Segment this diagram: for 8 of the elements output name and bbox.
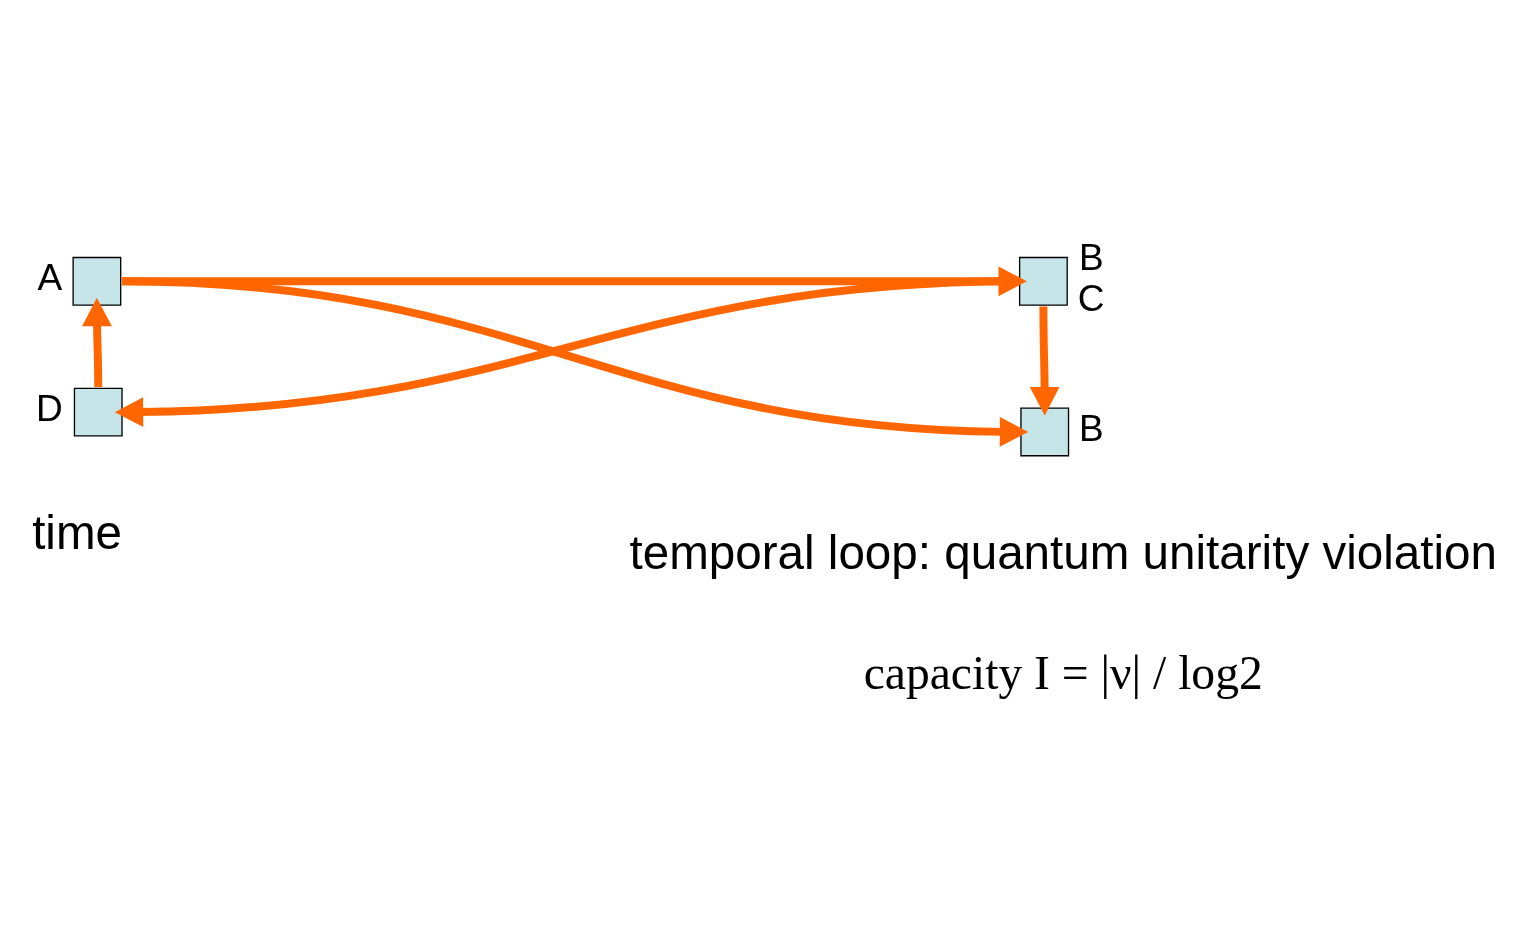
node-label: A [36, 256, 62, 299]
label: temporal loop: quantum unitarity violation [629, 526, 1497, 580]
label: time [31, 506, 122, 560]
node-label: B [1078, 235, 1104, 278]
node-label: D [35, 387, 63, 430]
label: capacity I = |ν| / log2 [863, 647, 1263, 700]
node-label: C [1077, 276, 1105, 319]
node-label: B [1078, 407, 1104, 450]
